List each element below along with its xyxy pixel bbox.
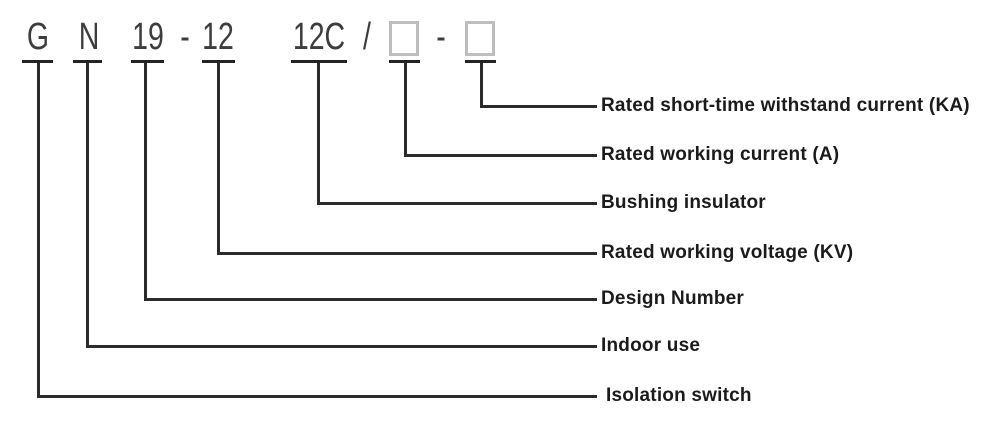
token-underline-n	[73, 60, 102, 63]
callout-label-isolation-switch: Isolation switch	[606, 385, 752, 406]
code-token-g: G	[26, 16, 49, 58]
connector-vertical-indoor-use	[86, 63, 89, 348]
connector-horizontal-working-current	[404, 154, 597, 157]
token-underline-box2	[465, 60, 496, 63]
placeholder-box-working-current	[389, 21, 419, 56]
callout-label-design-number: Design Number	[601, 288, 745, 309]
code-token-12: 12	[202, 16, 234, 58]
connector-horizontal-isolation-switch	[37, 395, 597, 398]
token-underline-12	[202, 60, 235, 63]
code-token-19: 19	[132, 16, 164, 58]
code-token-12c: 12C	[292, 16, 346, 58]
callout-label-indoor-use: Indoor use	[601, 335, 701, 356]
callout-label-short-time-current: Rated short-time withstand current (KA)	[601, 95, 970, 116]
connector-vertical-working-current	[404, 63, 407, 157]
connector-vertical-isolation-switch	[37, 63, 40, 398]
token-underline-box1	[389, 60, 420, 63]
connector-vertical-design-number	[144, 63, 147, 301]
connector-horizontal-bushing-insulator	[317, 202, 597, 205]
code-token-slash: /	[362, 16, 371, 58]
token-underline-19	[131, 60, 164, 63]
code-token-hyphen-2: -	[436, 16, 446, 58]
token-underline-g	[22, 60, 53, 63]
code-token-n: N	[78, 16, 100, 58]
connector-vertical-short-time-current	[480, 63, 483, 108]
token-underline-12c	[291, 60, 347, 63]
connector-vertical-bushing-insulator	[317, 63, 320, 205]
callout-label-working-current: Rated working current (A)	[601, 144, 840, 165]
connector-horizontal-short-time-current	[480, 105, 597, 108]
code-token-hyphen-1: -	[179, 16, 190, 58]
connector-vertical-working-voltage	[217, 63, 220, 255]
connector-horizontal-indoor-use	[86, 345, 597, 348]
callout-label-working-voltage: Rated working voltage (KV)	[601, 242, 854, 263]
connector-horizontal-design-number	[144, 298, 597, 301]
placeholder-box-withstand-current	[465, 21, 495, 56]
callout-label-bushing-insulator: Bushing insulator	[601, 192, 766, 213]
connector-horizontal-working-voltage	[217, 252, 597, 255]
